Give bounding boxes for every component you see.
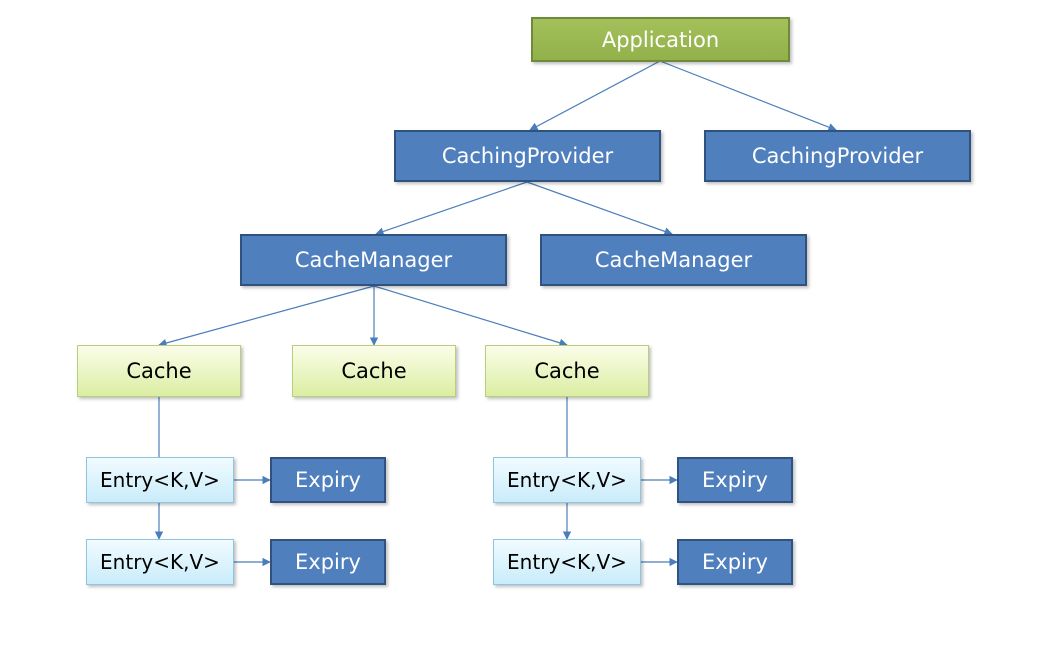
expiry-node-4: Expiry	[677, 539, 793, 585]
entry-node-4: Entry<K,V>	[493, 539, 641, 585]
cache-node-2: Cache	[292, 345, 456, 397]
entry-node-2: Entry<K,V>	[86, 539, 234, 585]
expiry-node-3: Expiry	[677, 457, 793, 503]
expiry-label: Expiry	[295, 468, 361, 492]
cache-label: Cache	[534, 359, 600, 383]
expiry-label: Expiry	[702, 550, 768, 574]
connector-provider-to-manager-2	[526, 181, 673, 236]
application-label: Application	[601, 27, 720, 52]
connector-manager-to-cache-1	[158, 285, 375, 348]
expiry-node-1: Expiry	[270, 457, 386, 503]
connector-app-to-provider-1	[529, 60, 661, 131]
entry-node-1: Entry<K,V>	[86, 457, 234, 503]
cache-manager-label: CacheManager	[594, 248, 753, 272]
entry-label: Entry<K,V>	[100, 550, 220, 574]
entry-label: Entry<K,V>	[100, 468, 220, 492]
cache-node-3: Cache	[485, 345, 649, 397]
application-node: Application	[531, 17, 790, 62]
connector-manager-to-cache-3	[373, 285, 568, 347]
connector-provider-to-manager-1	[375, 181, 528, 236]
expiry-label: Expiry	[295, 550, 361, 574]
expiry-node-2: Expiry	[270, 539, 386, 585]
entry-node-3: Entry<K,V>	[493, 457, 641, 503]
expiry-label: Expiry	[702, 468, 768, 492]
caching-provider-node-1: CachingProvider	[394, 130, 661, 182]
cache-label: Cache	[126, 359, 192, 383]
cache-manager-node-2: CacheManager	[540, 234, 807, 286]
cache-label: Cache	[341, 359, 407, 383]
cache-manager-label: CacheManager	[294, 248, 453, 272]
entry-label: Entry<K,V>	[507, 468, 627, 492]
connector-app-to-provider-2	[659, 60, 837, 132]
cache-node-1: Cache	[77, 345, 241, 397]
entry-label: Entry<K,V>	[507, 550, 627, 574]
cache-manager-node-1: CacheManager	[240, 234, 507, 286]
caching-provider-label: CachingProvider	[751, 144, 924, 168]
caching-provider-label: CachingProvider	[441, 144, 614, 168]
caching-provider-node-2: CachingProvider	[704, 130, 971, 182]
